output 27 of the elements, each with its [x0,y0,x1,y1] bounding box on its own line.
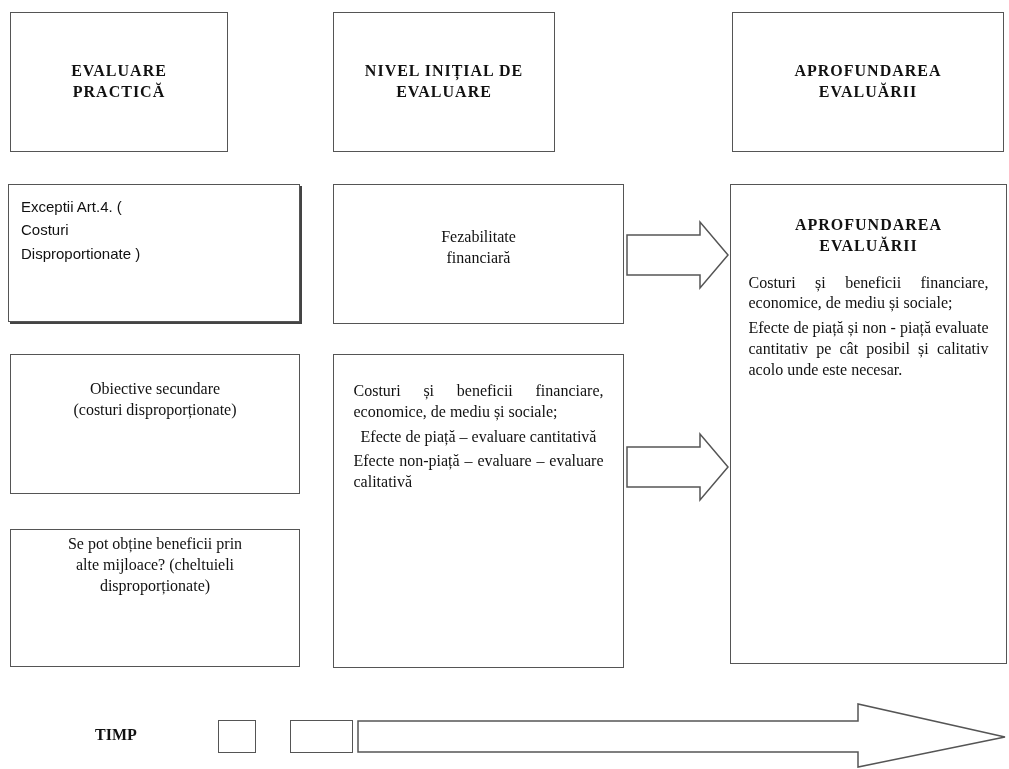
box-text: Obiective secundare (costuri disproporționate) [72,379,238,421]
box-text: Costuri și beneficii financiare, economice, de mediu și sociale; [748,272,989,314]
column-heading: EVALUARE PRACTICĂ [70,61,168,102]
text-box [10,354,300,494]
column-heading: APROFUNDAREA EVALUĂRII [793,61,943,102]
text-box [10,12,228,152]
empty-box [218,720,256,753]
box-text: Exceptii Art.4. ( Costuri Disproportionate ) [21,197,142,264]
box-text: Efecte de piață și non - piață evaluate cantitativ pe cât posibil și calitativ acolo unde este necesar. [748,318,989,380]
text-box [333,12,555,152]
text-box [8,184,300,322]
block-arrow [626,219,729,291]
box-heading: APROFUNDAREA EVALUĂRII [793,215,944,256]
block-arrow [626,431,729,503]
axis-label: TIMP [95,726,137,744]
column-heading: NIVEL INIȚIAL DE EVALUARE [363,61,525,102]
text-box [730,184,1007,664]
empty-box [290,720,353,753]
box-text: Costuri și beneficii financiare, economice, de mediu și sociale; [353,381,604,423]
text-box [10,529,300,667]
box-text: Efecte non-piață – evaluare – evaluare calitativă [353,451,604,493]
text-box [732,12,1004,152]
text-box [333,354,624,668]
text-box [333,184,624,324]
box-text: Se pot obține beneficii prin alte mijloace? (cheltuieli disproporționate) [66,534,244,597]
box-text: Fezabilitate financiară [440,227,517,268]
box-text: Efecte de piață – evaluare cantitativă [360,426,597,448]
